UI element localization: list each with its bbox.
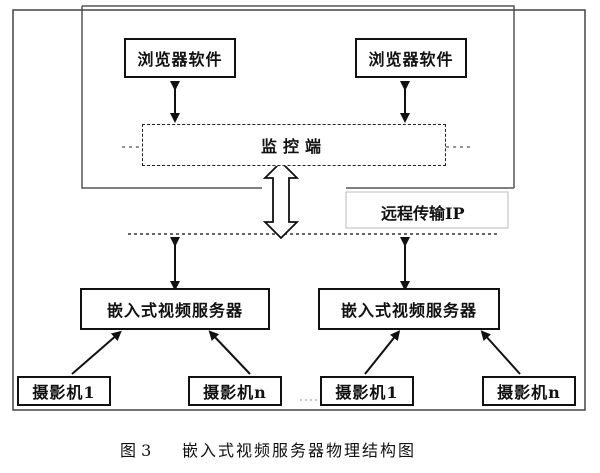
arrow-camera1-server1 xyxy=(71,330,122,375)
camera-box-3: 摄影机1 xyxy=(320,376,414,406)
monitor-enclosure xyxy=(81,5,515,189)
camera-box-1: 摄影机1 xyxy=(17,376,111,406)
server-box-right: 嵌入式视频服务器 xyxy=(318,288,500,330)
network-label: 远程传输IP xyxy=(381,204,465,223)
figure-title: 嵌入式视频服务器物理结构图 xyxy=(182,441,417,460)
big-hollow-arrow xyxy=(262,160,300,240)
arrow-camera1-server2 xyxy=(364,330,401,375)
camera-box-2: 摄影机n xyxy=(188,376,282,406)
arrow-cameran-server2 xyxy=(480,330,521,375)
browser-box-right: 浏览器软件 xyxy=(355,38,467,78)
server-box-left: 嵌入式视频服务器 xyxy=(80,288,270,330)
outer-frame xyxy=(12,9,586,411)
browser-box-left: 浏览器软件 xyxy=(124,38,236,78)
monitor-box: 监控端 xyxy=(142,124,446,166)
figure-number: 图 3 xyxy=(120,441,152,460)
arrow-cameran-server1 xyxy=(208,330,251,375)
camera-box-4: 摄影机n xyxy=(482,376,576,406)
network-label-frame xyxy=(345,191,509,229)
